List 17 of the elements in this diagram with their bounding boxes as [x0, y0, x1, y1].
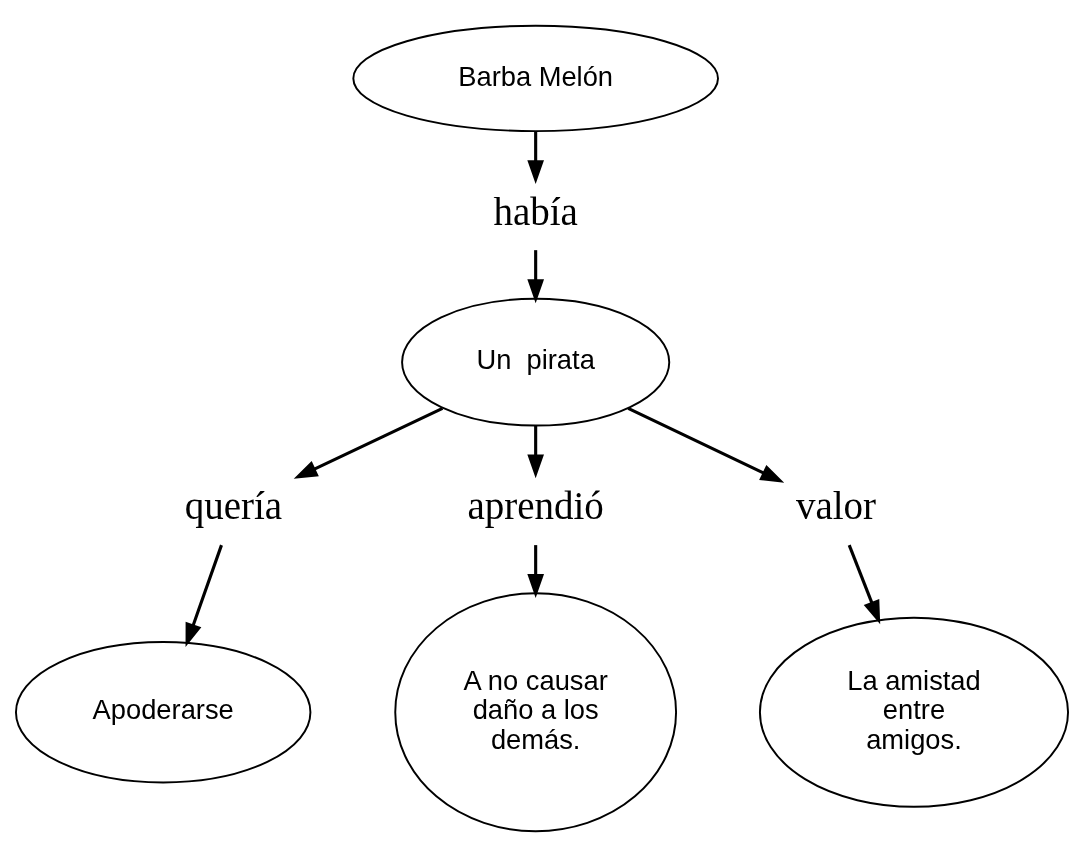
node-ellipse: Un pirata [401, 297, 671, 427]
node-text: quería [184, 483, 283, 527]
arrow [527, 130, 544, 184]
node-text: aprendió [467, 483, 604, 527]
arrow [627, 406, 785, 483]
arrow [527, 249, 544, 303]
arrow [527, 425, 544, 478]
node-ellipse: Apoderarse [15, 640, 312, 783]
node-ellipse: A no causar daño a los demás. [394, 591, 678, 832]
node-text: había [493, 189, 578, 233]
node-text: valor [795, 483, 877, 527]
node-ellipse: Barba Melón [352, 24, 719, 132]
arrow [185, 544, 223, 647]
arrow [847, 544, 881, 624]
arrow [293, 406, 444, 479]
arrow [527, 544, 544, 598]
node-ellipse: La amistad entre amigos. [758, 616, 1069, 808]
